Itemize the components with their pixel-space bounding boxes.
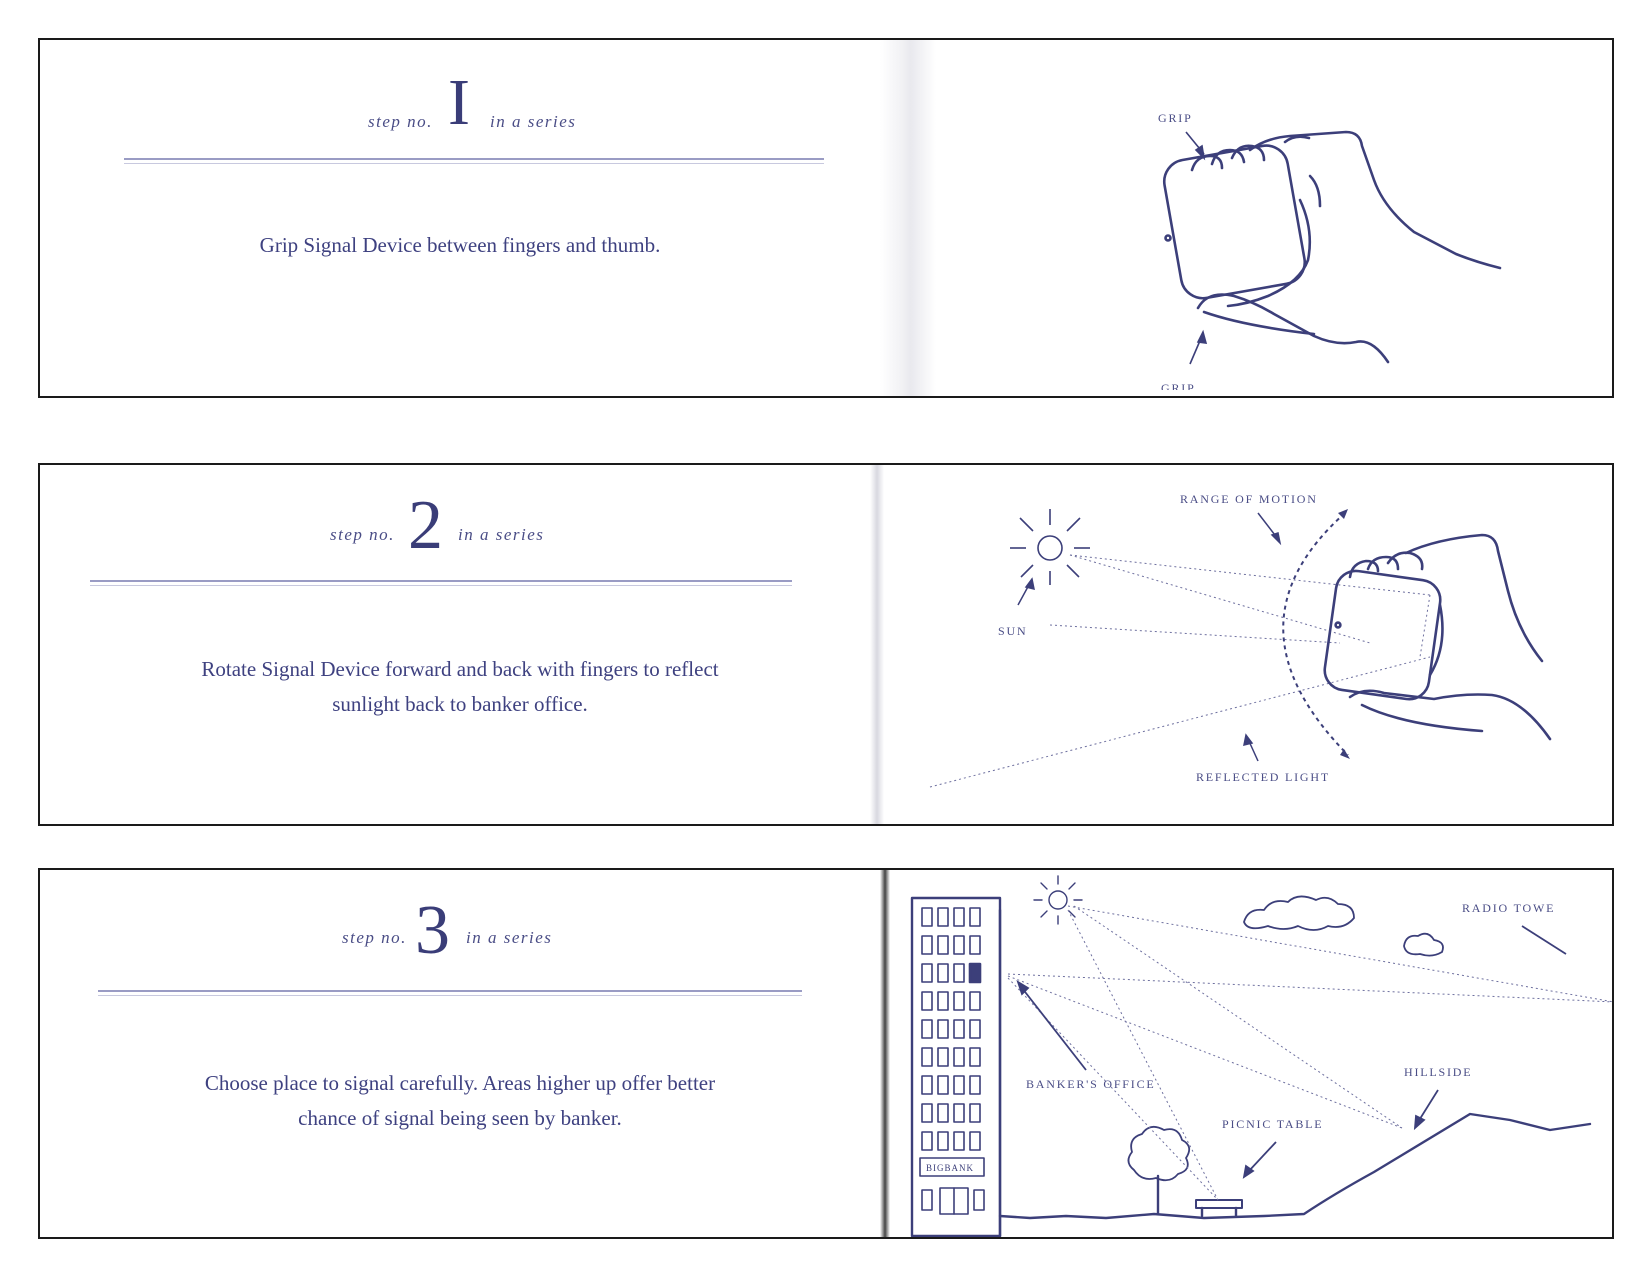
- step-3-instruction: Choose place to signal carefully. Areas …: [40, 1066, 880, 1136]
- step-1-heading: step no. I in a series: [40, 60, 880, 150]
- hillside-label: HILLSIDE: [1404, 1065, 1472, 1079]
- picnic-table-label: PICNIC TABLE: [1222, 1117, 1323, 1131]
- divider-rule: [124, 158, 824, 164]
- instruction-line-2: sunlight back to banker office.: [332, 692, 588, 716]
- step-number: I: [448, 66, 470, 139]
- step-prefix: step no.: [368, 112, 433, 131]
- divider-rule: [98, 990, 802, 996]
- bankers-office-label: BANKER'S OFFICE: [1026, 1077, 1156, 1091]
- step-1-panel: step no. I in a series Grip Signal Devic…: [38, 38, 1614, 398]
- reflected-light-label: REFLECTED LIGHT: [1196, 770, 1330, 784]
- divider-rule: [90, 580, 792, 586]
- step-prefix: step no.: [342, 928, 407, 947]
- sun-icon: [1033, 875, 1083, 925]
- instruction-line-1: Choose place to signal carefully. Areas …: [204, 1071, 716, 1095]
- page-fold: [880, 870, 890, 1237]
- step-suffix: in a series: [490, 112, 577, 131]
- sun-label: SUN: [998, 624, 1027, 638]
- reflect-sunlight-illustration: RANGE OF MOTION SUN REFLECTED LIGHT: [929, 492, 1552, 788]
- grip-label-top: GRIP: [1158, 111, 1193, 125]
- bigbank-sign: BIGBANK: [926, 1163, 974, 1173]
- hand-grip-illustration: GRIP GRIP: [1158, 111, 1502, 390]
- sun-icon: [1010, 509, 1090, 585]
- step-number: 2: [408, 487, 443, 564]
- step-1-instruction: Grip Signal Device between fingers and t…: [259, 233, 661, 257]
- bank-building: [910, 896, 1002, 1237]
- step-3-text-page: step no. 3 in a series Choose place to s…: [40, 870, 880, 1237]
- step-number: 3: [415, 892, 450, 969]
- step-2-heading: step no. 2 in a series: [40, 485, 880, 575]
- page-fold: [880, 40, 936, 396]
- range-of-motion-label: RANGE OF MOTION: [1180, 492, 1318, 506]
- instruction-line-2: chance of signal being seen by banker.: [298, 1106, 622, 1130]
- instruction-line-1: Rotate Signal Device forward and back wi…: [201, 657, 719, 681]
- grip-label-bottom: GRIP: [1161, 381, 1196, 390]
- step-prefix: step no.: [330, 525, 395, 544]
- step-suffix: in a series: [458, 525, 545, 544]
- page-fold: [870, 465, 884, 824]
- step-1-text-page: step no. I in a series Grip Signal Devic…: [40, 40, 880, 396]
- step-3-heading: step no. 3 in a series: [40, 890, 880, 980]
- step-2-text-page: step no. 2 in a series Rotate Signal Dev…: [40, 465, 880, 824]
- radio-tower-label: RADIO TOWE: [1462, 901, 1555, 915]
- step-2-instruction: Rotate Signal Device forward and back wi…: [40, 652, 880, 722]
- step-3-panel: step no. 3 in a series Choose place to s…: [38, 868, 1614, 1239]
- step-suffix: in a series: [466, 928, 553, 947]
- signal-location-illustration: RADIO TOWE BANKER'S OFFICE HILLSIDE PICN…: [910, 875, 1612, 1237]
- step-2-panel: step no. 2 in a series Rotate Signal Dev…: [38, 463, 1614, 826]
